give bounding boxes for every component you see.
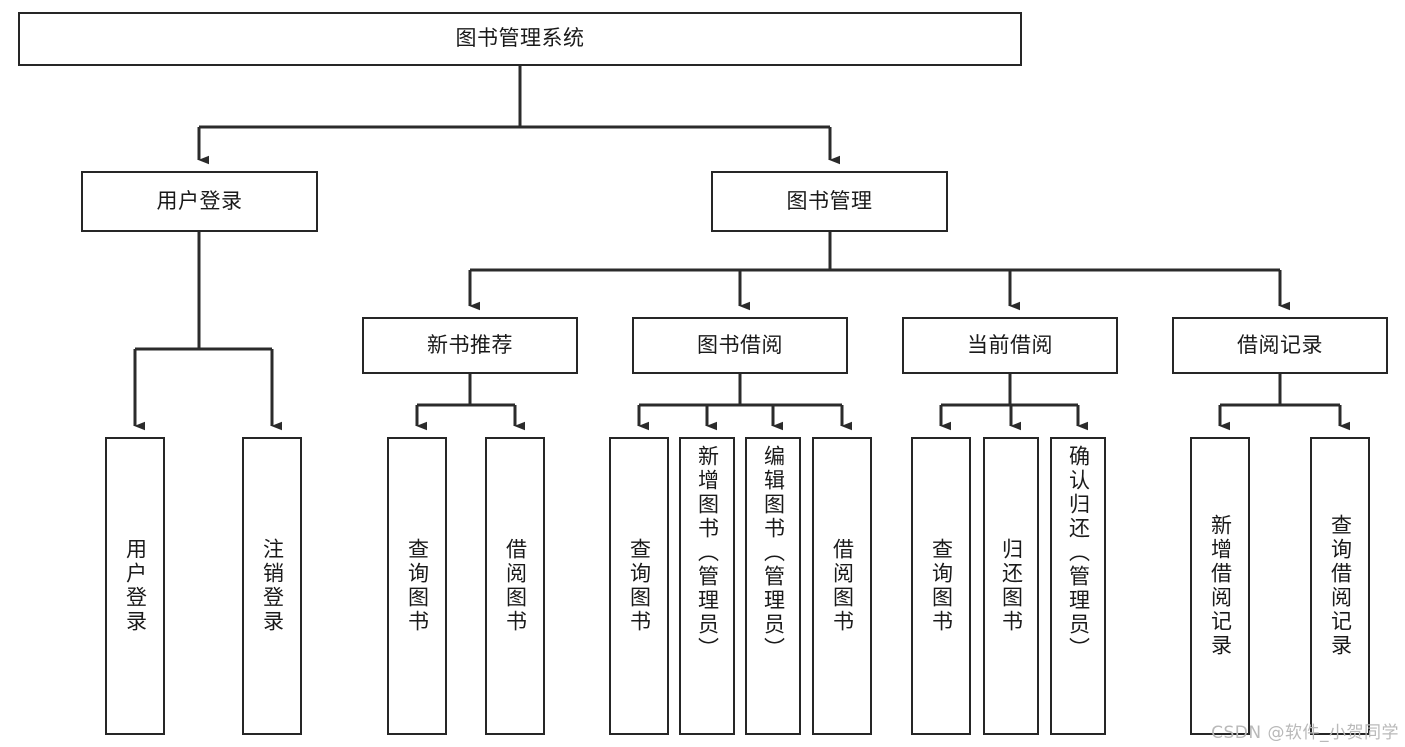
leaf-confirm-return-admin-label: 确认归还（管理员） xyxy=(1066,445,1091,661)
leaf-add-borrow-record-label: 新增借阅记录 xyxy=(1208,514,1233,658)
node-new-book-recommend[interactable]: 新书推荐 xyxy=(362,317,578,374)
node-current-borrow[interactable]: 当前借阅 xyxy=(902,317,1118,374)
leaf-borrow-book-recommend-label: 借阅图书 xyxy=(503,538,528,634)
node-borrow-record-label: 借阅记录 xyxy=(1237,332,1323,357)
leaf-add-book-admin-label: 新增图书（管理员） xyxy=(695,445,720,661)
node-user-login[interactable]: 用户登录 xyxy=(81,171,318,232)
node-new-book-recommend-label: 新书推荐 xyxy=(427,332,513,357)
node-user-login-label: 用户登录 xyxy=(156,188,243,213)
leaf-query-book-borrow[interactable]: 查询图书 xyxy=(609,437,669,735)
leaf-query-book-current[interactable]: 查询图书 xyxy=(911,437,971,735)
leaf-add-book-admin[interactable]: 新增图书（管理员） xyxy=(679,437,735,735)
leaf-query-book-borrow-label: 查询图书 xyxy=(627,538,652,634)
node-root-label: 图书管理系统 xyxy=(455,26,585,51)
leaf-query-borrow-record[interactable]: 查询借阅记录 xyxy=(1310,437,1370,735)
leaf-borrow-book-recommend[interactable]: 借阅图书 xyxy=(485,437,545,735)
node-borrow-record[interactable]: 借阅记录 xyxy=(1172,317,1388,374)
leaf-borrow-book[interactable]: 借阅图书 xyxy=(812,437,872,735)
leaf-query-book-current-label: 查询图书 xyxy=(929,538,954,634)
leaf-borrow-book-label: 借阅图书 xyxy=(830,538,855,634)
leaf-user-login-label: 用户登录 xyxy=(123,538,148,634)
node-book-borrow[interactable]: 图书借阅 xyxy=(632,317,848,374)
leaf-query-borrow-record-label: 查询借阅记录 xyxy=(1328,514,1353,658)
leaf-logout-label: 注销登录 xyxy=(260,538,285,634)
leaf-logout[interactable]: 注销登录 xyxy=(242,437,302,735)
leaf-user-login[interactable]: 用户登录 xyxy=(105,437,165,735)
node-book-borrow-label: 图书借阅 xyxy=(697,332,783,357)
node-book-management[interactable]: 图书管理 xyxy=(711,171,948,232)
leaf-edit-book-admin-label: 编辑图书（管理员） xyxy=(761,445,786,661)
node-current-borrow-label: 当前借阅 xyxy=(967,332,1053,357)
leaf-query-book-recommend[interactable]: 查询图书 xyxy=(387,437,447,735)
leaf-add-borrow-record[interactable]: 新增借阅记录 xyxy=(1190,437,1250,735)
leaf-query-book-recommend-label: 查询图书 xyxy=(405,538,430,634)
leaf-confirm-return-admin[interactable]: 确认归还（管理员） xyxy=(1050,437,1106,735)
leaf-return-book-label: 归还图书 xyxy=(999,538,1024,634)
node-book-management-label: 图书管理 xyxy=(786,188,873,213)
leaf-return-book[interactable]: 归还图书 xyxy=(983,437,1039,735)
leaf-edit-book-admin[interactable]: 编辑图书（管理员） xyxy=(745,437,801,735)
node-root[interactable]: 图书管理系统 xyxy=(18,12,1022,66)
